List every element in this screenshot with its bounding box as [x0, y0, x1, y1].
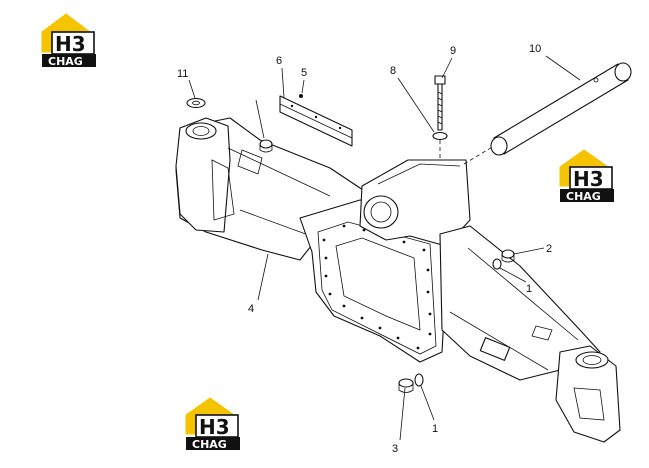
logo-brand-bar — [560, 189, 614, 202]
leader-1-lower — [420, 385, 435, 421]
right-end-bore — [575, 351, 609, 369]
leader-1-upper — [499, 267, 527, 283]
right-arm-pad — [531, 325, 553, 341]
logo-brand-text: CHAG — [566, 190, 601, 203]
bushing-left — [259, 139, 273, 153]
leader-9 — [441, 57, 453, 79]
logo-mark-text: H3 — [55, 32, 86, 56]
logo-mark-text: H3 — [199, 415, 230, 439]
right-arm-edge — [449, 247, 579, 371]
callout-6: 6 — [276, 55, 282, 67]
leader-2 — [513, 247, 545, 255]
brand-logo-right: H3 CHAG — [559, 149, 614, 203]
leader-3 — [399, 387, 406, 441]
part-3-drain-plug — [398, 378, 414, 393]
part-10-pin — [463, 62, 632, 165]
logo-brand-bar — [42, 54, 96, 67]
brand-logo-top-left: H3 CHAG — [41, 13, 96, 68]
callout-4: 4 — [248, 303, 254, 315]
callout-11: 11 — [177, 68, 188, 80]
leader-5 — [301, 79, 305, 94]
part-9-bolt — [434, 75, 446, 131]
leader-lines — [188, 55, 581, 441]
part-6-plate — [279, 95, 353, 147]
flange-bolts — [322, 224, 432, 350]
leader-6 — [281, 67, 285, 99]
callout-1-upper: 1 — [526, 283, 532, 295]
callout-8: 8 — [390, 65, 396, 77]
logo-brand-bar — [186, 437, 240, 450]
housing-left-end — [175, 117, 231, 233]
part-1-oring-upper — [492, 258, 502, 270]
carrier-opening — [335, 237, 421, 331]
callout-3: 3 — [392, 443, 398, 455]
trunnion-bore-inner — [370, 201, 392, 223]
callout-1-lower: 1 — [432, 423, 438, 435]
leader-bushing — [255, 99, 265, 139]
logo-mark-text: H3 — [573, 167, 604, 191]
left-end-bore — [185, 122, 217, 140]
part-1-oring-lower — [414, 373, 424, 387]
leader-4 — [257, 253, 269, 301]
left-arm-rib — [211, 159, 235, 221]
callout-9: 9 — [450, 45, 456, 57]
brand-logo-bottom-left: H3 CHAG — [185, 397, 240, 451]
trunnion-top-edge — [377, 163, 461, 185]
right-end-bore-inner — [582, 355, 602, 365]
logo-brand-text: CHAG — [192, 438, 227, 451]
callout-labels: 11 6 5 8 9 10 2 1 4 3 1 — [177, 43, 552, 455]
leader-10 — [545, 55, 581, 81]
part-11-washer-hole — [192, 100, 200, 106]
callout-2: 2 — [546, 243, 552, 255]
callout-5: 5 — [301, 67, 307, 79]
leader-8 — [397, 77, 435, 133]
right-end-window — [573, 387, 605, 421]
part-11-washer — [186, 97, 206, 109]
name-plate — [479, 337, 511, 361]
axle-housing — [175, 117, 621, 443]
trunnion-bore — [363, 195, 399, 229]
logo-brand-text: CHAG — [48, 55, 83, 68]
leader-11 — [188, 79, 196, 99]
callout-10: 10 — [529, 43, 541, 55]
part-8-washer — [432, 131, 448, 141]
part-5-fastener — [299, 94, 303, 98]
left-end-bore-inner — [192, 126, 210, 136]
left-arm-pad — [237, 149, 263, 175]
